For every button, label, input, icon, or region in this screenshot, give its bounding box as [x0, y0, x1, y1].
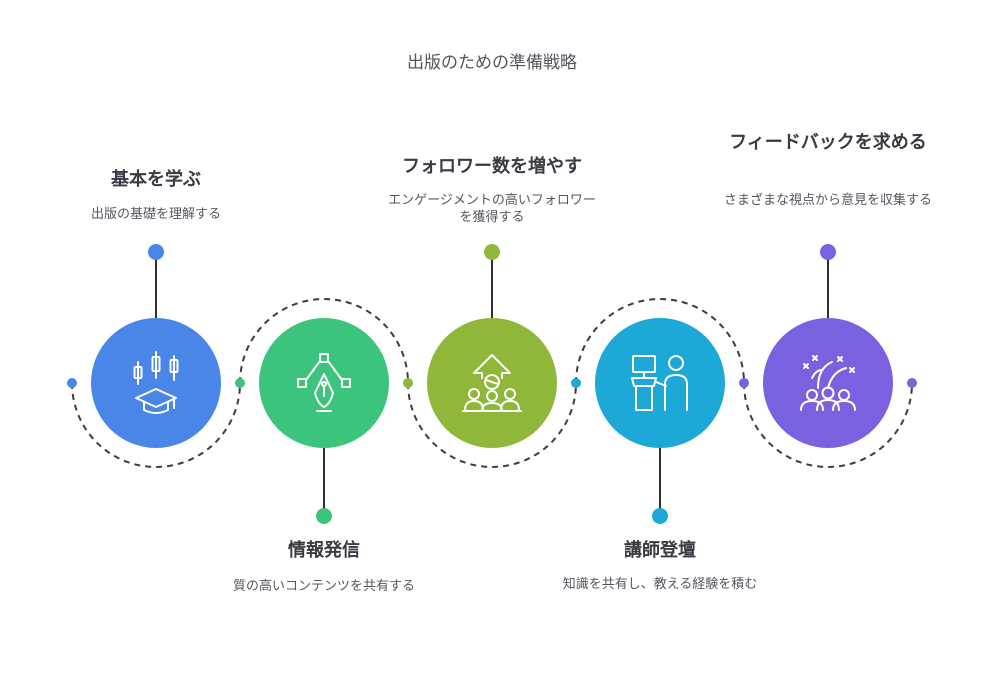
step-circle-1	[91, 318, 221, 448]
graduation-chart-icon	[133, 351, 179, 414]
group-feedback-icon	[800, 355, 856, 411]
stems	[155, 252, 829, 516]
axis-dot-2	[235, 378, 245, 388]
pen-tool-icon	[297, 353, 351, 412]
axis-dot-3	[403, 378, 413, 388]
diagram-title: 出版のための準備戦略	[407, 53, 577, 73]
step-3-heading: フォロワー数を増やす	[402, 156, 582, 177]
stem-dot-3	[484, 244, 500, 260]
step-1-description: 出版の基礎を理解する	[90, 207, 221, 222]
axis-dot-6	[907, 378, 917, 388]
axis-dot-5	[739, 378, 749, 388]
step-4-description: 知識を共有し、教える経験を積む	[562, 577, 758, 592]
step-3-description: エンゲージメントの高いフォロワーを獲得する	[388, 193, 596, 225]
step-4-heading: 講師登壇	[624, 540, 696, 561]
axis-dot-1	[67, 378, 77, 388]
stem-dot-1	[148, 244, 164, 260]
arc-5-bottom	[743, 382, 913, 468]
growing-audience-icon	[462, 354, 522, 412]
axis-dot-4	[571, 378, 581, 388]
step-5-heading: フィードバックを求める	[729, 132, 927, 153]
stem-dot-5	[820, 244, 836, 260]
step-2-description: 質の高いコンテンツを共有する	[232, 579, 415, 594]
connector-arcs	[71, 298, 913, 468]
step-2-heading: 情報発信	[288, 540, 360, 561]
arc-1-bottom	[71, 382, 241, 468]
step-5-description: さまざまな視点から意見を収集する	[723, 193, 932, 208]
arc-3-bottom	[407, 382, 577, 468]
step-1-heading: 基本を学ぶ	[111, 169, 201, 190]
step-circle-5	[763, 318, 893, 448]
arc-4-top	[575, 298, 745, 384]
stem-dot-4	[652, 508, 668, 524]
arc-2-top	[239, 298, 409, 384]
lecturer-podium-icon	[631, 355, 688, 411]
stem-dot-2	[316, 508, 332, 524]
